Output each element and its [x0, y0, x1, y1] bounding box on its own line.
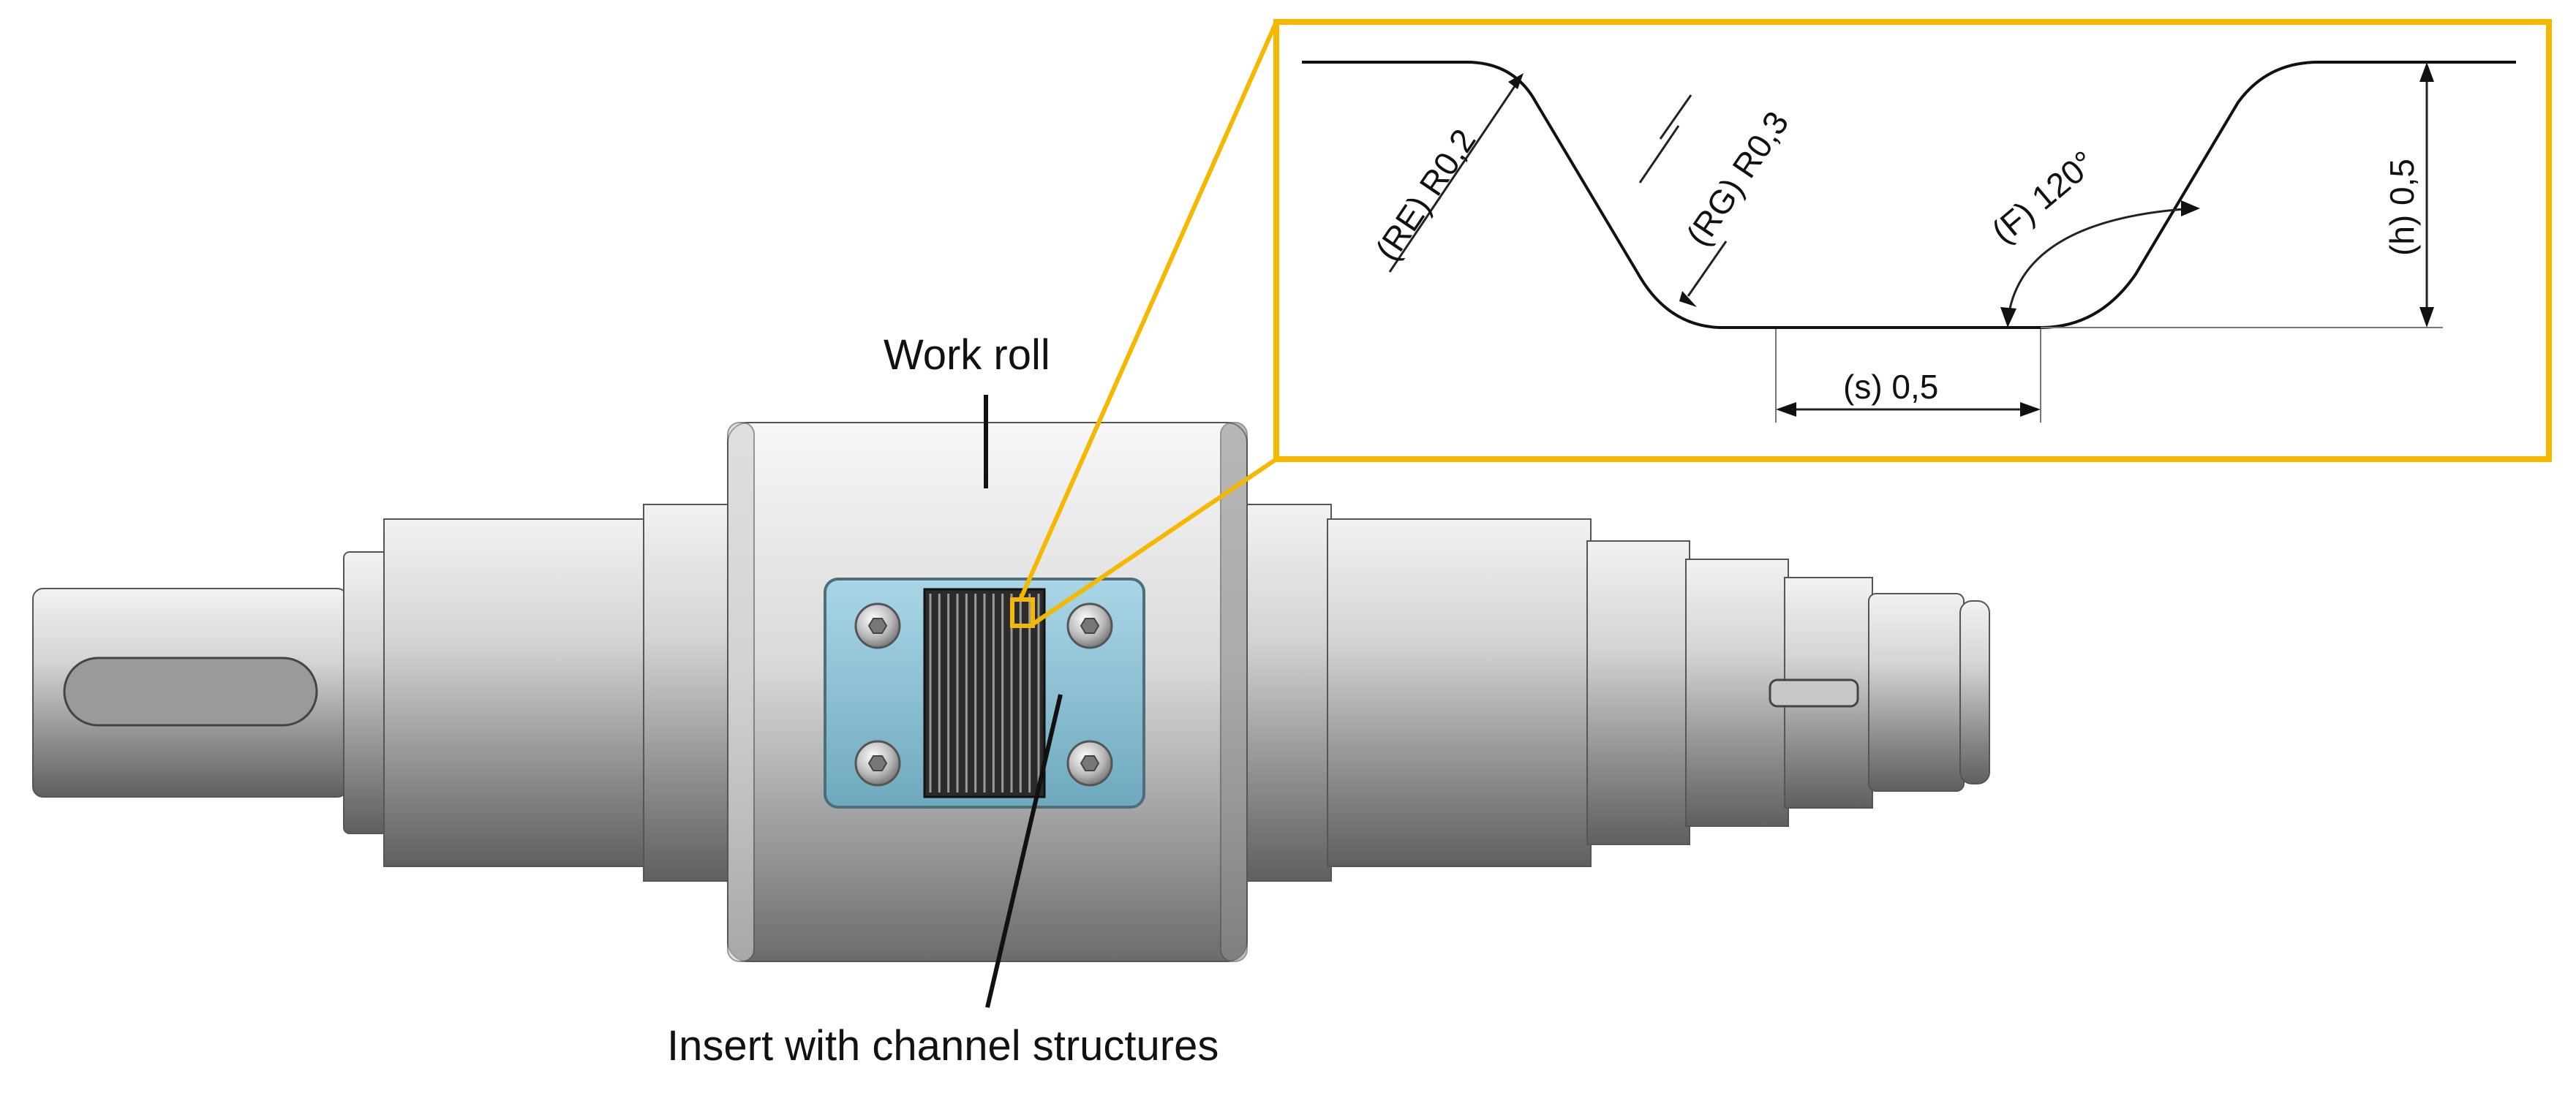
hex-socket-icon — [867, 755, 888, 771]
dimension-h: (h) 0,5 — [2383, 62, 2434, 328]
right-bearing-section — [1327, 518, 1592, 867]
left-shoulder — [643, 504, 732, 882]
insert-label: Insert with channel structures — [667, 1022, 1219, 1070]
arrowhead-icon — [2419, 62, 2434, 82]
right-step-4 — [1868, 593, 1965, 792]
keyway-slot — [63, 657, 318, 727]
right-step-1 — [1586, 540, 1690, 845]
screw-bottom-right — [1066, 740, 1113, 787]
arrowhead-icon — [1508, 73, 1524, 89]
arrowhead-icon — [2000, 307, 2016, 328]
arrowhead-icon — [2020, 402, 2041, 417]
arrowhead-icon — [2419, 307, 2434, 328]
screw-top-left — [854, 602, 901, 649]
hex-socket-icon — [1080, 755, 1100, 771]
leader-line-lower — [1030, 457, 1278, 627]
screw-bottom-left — [854, 740, 901, 787]
dim-h-label: (h) 0,5 — [2383, 159, 2421, 256]
dimension-line — [1638, 125, 1680, 184]
dimension-line — [1687, 241, 1728, 297]
screw-top-right — [1066, 602, 1113, 649]
angle-arc — [2006, 207, 2195, 322]
work-roll-label: Work roll — [884, 331, 1050, 379]
right-shaft-end — [1959, 600, 1990, 784]
work-roll-chamfer-left — [727, 422, 755, 962]
left-bearing-section — [383, 518, 648, 867]
shaft-assembly — [32, 422, 1990, 962]
dimension-s: (s) 0,5 — [1775, 329, 2041, 423]
detail-frame — [1273, 19, 2552, 462]
dimension-line — [1388, 81, 1519, 273]
right-keyway-notch — [1769, 678, 1859, 708]
insert-assembly — [824, 578, 1145, 809]
channel-grooves — [929, 594, 1040, 793]
right-shoulder — [1243, 504, 1332, 882]
insert-pointer — [985, 694, 1063, 1008]
arrowhead-icon — [1776, 402, 1796, 417]
arrowhead-icon — [2181, 200, 2200, 216]
dim-s-label: (s) 0,5 — [1843, 368, 1938, 406]
channel-profile-curve — [1302, 61, 2516, 329]
dimension-line — [1659, 94, 1692, 140]
arrowhead-icon — [1679, 291, 1697, 307]
hex-socket-icon — [1080, 618, 1100, 634]
callout-leaders — [1018, 20, 1278, 627]
leader-line-upper — [1018, 20, 1278, 601]
hex-socket-icon — [867, 618, 888, 634]
work-roll-chamfer-right — [1220, 422, 1248, 962]
